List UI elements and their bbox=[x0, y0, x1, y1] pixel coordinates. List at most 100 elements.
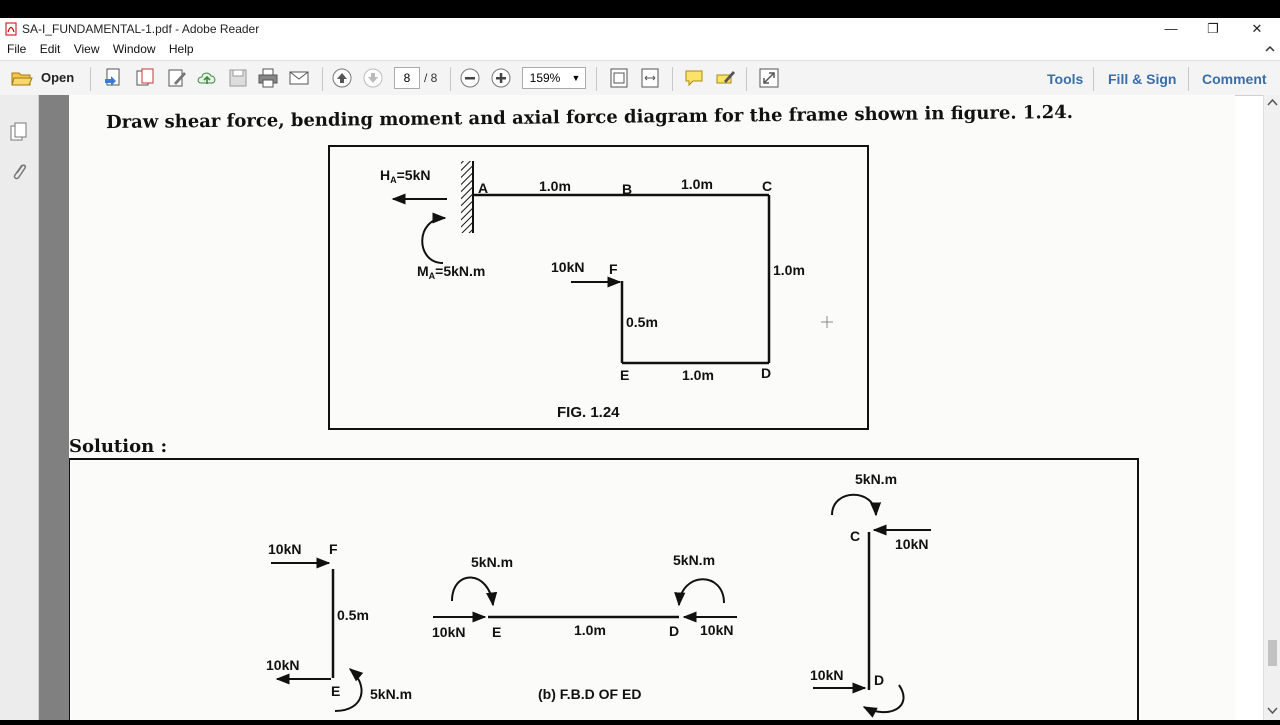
minimize-button[interactable]: — bbox=[1164, 21, 1178, 36]
zoom-level-input[interactable]: 159% bbox=[522, 67, 568, 89]
fbd-ef-node-e: E bbox=[331, 683, 340, 699]
toolbar-separator bbox=[322, 67, 323, 91]
menu-bar: File Edit View Window Help bbox=[0, 40, 1280, 58]
zoom-out-icon[interactable] bbox=[459, 67, 481, 89]
node-b-label: B bbox=[622, 181, 632, 197]
combine-pdf-icon[interactable] bbox=[134, 67, 156, 89]
menu-edit[interactable]: Edit bbox=[39, 42, 61, 56]
fill-sign-button[interactable]: Fill & Sign bbox=[1108, 71, 1177, 87]
collapse-menu-icon[interactable] bbox=[1264, 43, 1276, 55]
navigation-pane bbox=[0, 95, 39, 720]
fbd-cd-node-c: C bbox=[850, 528, 860, 544]
edit-pdf-icon[interactable] bbox=[166, 67, 188, 89]
fbd-ef-bottom-load: 10kN bbox=[266, 657, 299, 673]
fbd-ef-moment-arc bbox=[334, 668, 364, 712]
scroll-up-icon bbox=[1267, 98, 1278, 106]
document-gutter bbox=[39, 95, 69, 720]
node-e-label: E bbox=[620, 367, 629, 383]
cd-length-label: 1.0m bbox=[773, 262, 805, 278]
fbd-ef-length: 0.5m bbox=[337, 607, 369, 623]
fbd-ed-node-d: D bbox=[669, 623, 679, 639]
node-f-label: F bbox=[609, 261, 618, 277]
load-10kn-label: 10kN bbox=[551, 259, 584, 275]
highlight-text-icon[interactable] bbox=[714, 67, 736, 89]
menu-view[interactable]: View bbox=[73, 42, 100, 56]
read-mode-icon[interactable] bbox=[758, 67, 780, 89]
comment-button[interactable]: Comment bbox=[1202, 71, 1267, 87]
fbd-ed-length: 1.0m bbox=[574, 622, 606, 638]
fbd-cd-top-load: 10kN bbox=[895, 536, 928, 552]
page-total: / 8 bbox=[424, 71, 438, 85]
title-bar: SA-I_FUNDAMENTAL-1.pdf - Adobe Reader — … bbox=[0, 18, 1280, 40]
toolbar-separator bbox=[90, 67, 91, 91]
fbd-cd-bottom-moment-arc bbox=[862, 684, 905, 718]
crosshair-cursor-icon bbox=[821, 316, 833, 328]
email-icon[interactable] bbox=[288, 67, 310, 89]
upload-cloud-icon[interactable] bbox=[196, 67, 218, 89]
fbd-cd-bottom-load: 10kN bbox=[810, 667, 843, 683]
fbd-ef-node-f: F bbox=[329, 541, 338, 557]
fbd-ed-left-moment: 5kN.m bbox=[471, 554, 513, 570]
page-thumbnails-icon[interactable] bbox=[9, 121, 29, 143]
fit-width-icon[interactable] bbox=[639, 67, 661, 89]
page-figures: HA=5kN MA=5kN.m A B C D E F 1.0m 1.0m 1.… bbox=[69, 145, 1139, 720]
fbd-ed-right-load: 10kN bbox=[700, 622, 733, 638]
fbd-cd-top-moment-arc bbox=[831, 493, 882, 517]
open-label: Open bbox=[41, 70, 75, 85]
menu-file[interactable]: File bbox=[7, 42, 27, 56]
toolbar-separator bbox=[450, 67, 451, 91]
fbd-ed-left-load: 10kN bbox=[432, 624, 465, 640]
next-page-icon[interactable] bbox=[362, 67, 384, 89]
scrollbar-thumb bbox=[1268, 640, 1277, 666]
node-c-label: C bbox=[762, 178, 772, 194]
menu-help[interactable]: Help bbox=[168, 42, 194, 56]
fit-page-icon[interactable] bbox=[608, 67, 630, 89]
pdf-file-icon bbox=[5, 22, 17, 36]
tools-button[interactable]: Tools bbox=[1047, 71, 1084, 87]
ab-length-label: 1.0m bbox=[539, 178, 571, 194]
ha-label: HA=5kN bbox=[380, 167, 430, 185]
fbd-ed-node-e: E bbox=[492, 624, 501, 640]
toolbar-separator bbox=[596, 67, 597, 91]
solution-box-border bbox=[69, 458, 1139, 720]
ma-label: MA=5kN.m bbox=[417, 263, 485, 281]
figure-caption: FIG. 1.24 bbox=[557, 404, 620, 421]
fbd-ef-top-load: 10kN bbox=[268, 541, 301, 557]
toolbar-separator bbox=[1093, 67, 1094, 91]
vertical-scrollbar[interactable] bbox=[1263, 95, 1280, 720]
fbd-ed-right-moment-arc bbox=[674, 578, 725, 607]
previous-page-icon[interactable] bbox=[331, 67, 353, 89]
fbd-ed-left-moment-arc bbox=[451, 576, 498, 607]
moment-ma-arc bbox=[421, 212, 447, 264]
toolbar-separator bbox=[1188, 67, 1189, 91]
sticky-note-icon[interactable] bbox=[683, 67, 705, 89]
create-pdf-icon[interactable] bbox=[102, 67, 124, 89]
scroll-down-icon bbox=[1267, 707, 1278, 715]
attachments-icon[interactable] bbox=[9, 161, 29, 183]
folder-open-icon bbox=[11, 72, 33, 86]
pdf-page[interactable]: Draw shear force, bending moment and axi… bbox=[69, 95, 1235, 720]
solution-heading: Solution : bbox=[69, 436, 168, 457]
zoom-in-icon[interactable] bbox=[490, 67, 512, 89]
fbd-cd-node-d: D bbox=[874, 672, 884, 688]
save-icon[interactable] bbox=[227, 67, 249, 89]
window-title: SA-I_FUNDAMENTAL-1.pdf - Adobe Reader bbox=[22, 22, 260, 36]
page-number-input[interactable]: 8 bbox=[394, 67, 420, 89]
restore-button[interactable]: ❐ bbox=[1207, 21, 1219, 36]
ed-length-label: 1.0m bbox=[682, 367, 714, 383]
menu-window[interactable]: Window bbox=[112, 42, 156, 56]
toolbar-separator bbox=[672, 67, 673, 91]
adobe-reader-window: SA-I_FUNDAMENTAL-1.pdf - Adobe Reader — … bbox=[0, 18, 1280, 720]
toolbar-separator bbox=[746, 67, 747, 91]
node-a-label: A bbox=[478, 180, 488, 196]
ef-length-label: 0.5m bbox=[626, 314, 658, 330]
print-icon[interactable] bbox=[257, 67, 279, 89]
node-d-label: D bbox=[761, 365, 771, 381]
bc-length-label: 1.0m bbox=[681, 176, 713, 192]
fixed-support bbox=[461, 161, 472, 233]
close-button[interactable]: ✕ bbox=[1251, 21, 1263, 36]
figure-1-24-border bbox=[328, 145, 869, 430]
zoom-dropdown-icon[interactable]: ▼ bbox=[567, 67, 586, 89]
fbd-ed-caption: (b) F.B.D OF ED bbox=[538, 686, 641, 702]
fbd-cd-moment: 5kN.m bbox=[855, 471, 897, 487]
